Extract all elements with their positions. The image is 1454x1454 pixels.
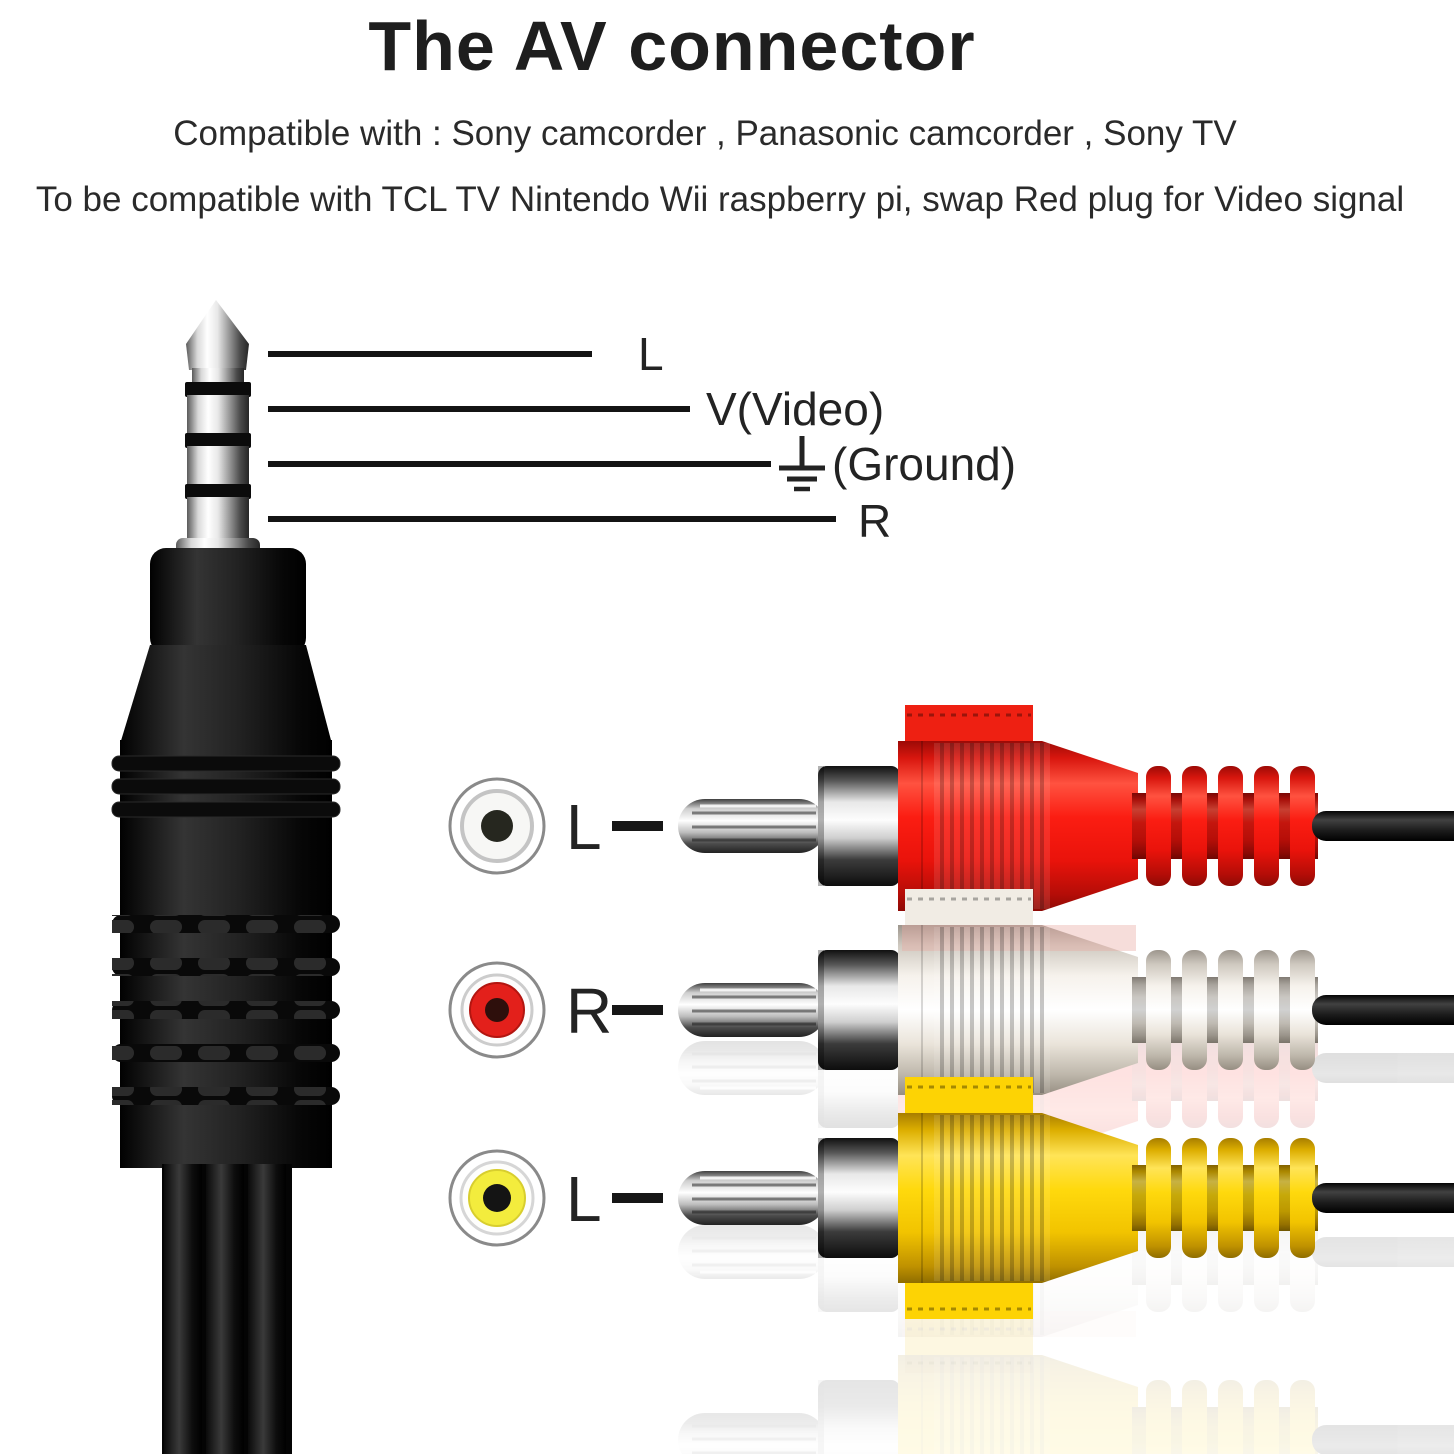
jack-tip — [186, 300, 249, 370]
jack-insulator-band — [185, 433, 251, 448]
jack-cable-strands — [162, 1164, 292, 1454]
jack-body-neck — [150, 548, 306, 654]
jack-body-shoulder — [120, 645, 332, 744]
fin — [1290, 950, 1315, 1070]
jack-tip-neck — [192, 368, 244, 384]
plug-cable — [1312, 1183, 1454, 1213]
body-knurl — [934, 1115, 1050, 1281]
jack-ring-segment — [187, 446, 249, 486]
cable-strand — [206, 1164, 244, 1454]
rca-row-red: L — [448, 705, 1454, 947]
fin — [1182, 950, 1207, 1070]
fin — [1290, 766, 1315, 886]
pin-ridges — [692, 988, 816, 1026]
label-dash — [612, 821, 663, 831]
rca-socket-yellow-icon — [448, 1149, 546, 1247]
fin — [1290, 1138, 1315, 1258]
jack-ring-segment — [187, 395, 249, 435]
jack-plug-35mm — [111, 300, 341, 1454]
label-dash — [612, 1005, 663, 1015]
fin — [1254, 950, 1279, 1070]
fin — [1182, 1138, 1207, 1258]
fin — [1254, 1138, 1279, 1258]
rca-collar — [818, 766, 900, 886]
collar-shadow — [818, 766, 824, 886]
pin-label-ground: (Ground) — [832, 438, 1016, 490]
rca-socket-white-icon — [448, 777, 546, 875]
ground-icon — [779, 436, 825, 492]
plug-shell-strip-top — [905, 889, 1033, 927]
plug-shell-strip-top — [905, 705, 1033, 743]
rca-plug-white — [678, 889, 1454, 1131]
body-knurl — [934, 927, 1050, 1093]
plug-cable — [1312, 811, 1454, 841]
fin — [1146, 1138, 1171, 1258]
plug-shell-strip-top — [905, 1077, 1033, 1115]
rca-collar — [818, 1138, 900, 1258]
fin — [1146, 766, 1171, 886]
pin-label-video: V(Video) — [706, 383, 884, 435]
fin — [1182, 766, 1207, 886]
label-dash — [612, 1193, 663, 1203]
cable-strand — [248, 1164, 286, 1454]
subtitle-compatibility: Compatible with : Sony camcorder , Panas… — [173, 114, 1237, 153]
strain-relief-fins — [1146, 766, 1315, 886]
cable-strand — [164, 1164, 202, 1454]
pin-ridges — [692, 804, 816, 842]
strain-relief-fins — [1146, 950, 1315, 1070]
pin-label-left: L — [638, 328, 664, 380]
rca-plug-red — [678, 705, 1454, 947]
rca-plug-yellow — [678, 1077, 1454, 1319]
strain-relief-fins — [1146, 1138, 1315, 1258]
jack-body — [111, 548, 341, 1168]
plug-cable — [1312, 995, 1454, 1025]
jack-insulator-band — [185, 382, 251, 397]
fin — [1146, 950, 1171, 1070]
body-knurl — [934, 743, 1050, 909]
jack-body-flange — [111, 801, 341, 818]
rca-row-white: R — [448, 889, 1454, 1131]
pin-ridges — [692, 1176, 816, 1214]
page-title: The AV connector — [368, 7, 976, 85]
collar-shadow — [818, 950, 824, 1070]
jack-body-flange — [111, 778, 341, 795]
rca-row-yellow: L — [448, 1077, 1454, 1319]
rca-row-label: L — [566, 791, 602, 863]
yellow-plug-reflection — [676, 1317, 1454, 1454]
collar-shadow — [818, 1138, 824, 1258]
pinout-callouts — [268, 351, 836, 522]
jack-body-grip-ribs — [112, 915, 340, 1105]
jack-sleeve-segment — [187, 497, 249, 540]
subtitle-note: To be compatible with TCL TV Nintendo Wi… — [35, 180, 1405, 219]
fin — [1218, 766, 1243, 886]
pin-label-right: R — [858, 495, 891, 547]
rca-row-label: L — [566, 1163, 602, 1235]
plug-shell-strip-bottom — [905, 1281, 1033, 1319]
jack-insulator-band — [185, 484, 251, 499]
fin — [1218, 950, 1243, 1070]
jack-body-flange — [111, 755, 341, 772]
rca-collar — [818, 950, 900, 1070]
fin — [1254, 766, 1279, 886]
rca-socket-red-icon — [448, 961, 546, 1059]
fin — [1218, 1138, 1243, 1258]
rca-row-label: R — [566, 975, 612, 1047]
